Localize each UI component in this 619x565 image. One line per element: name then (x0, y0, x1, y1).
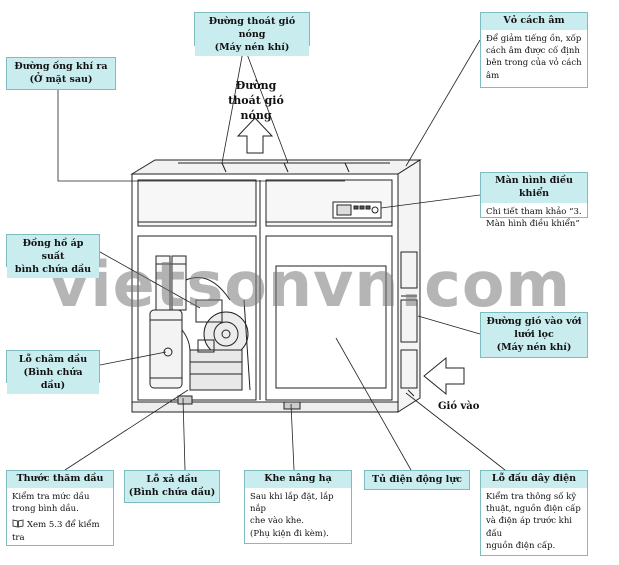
book-icon (12, 519, 24, 528)
callout-sound-enclosure: Vỏ cách âm Để giảm tiếng ồn, xốp cách âm… (480, 12, 588, 88)
callout-oil-drain: Lỗ xả dầu (Bình chứa dầu) (124, 470, 220, 503)
hot-air-arrow-label: Đường thoát gió nóng (228, 79, 284, 122)
callout-power-cabinet: Tủ điện động lực (364, 470, 470, 490)
callout-air-outlet-pipe: Đường ống khí ra (Ở mặt sau) (6, 57, 116, 90)
air-in-label: Gió vào (438, 401, 480, 412)
callout-control-panel: Màn hình điều khiển Chi tiết tham khảo “… (480, 172, 588, 229)
callout-dipstick: Thước thăm dầu Kiểm tra mức dầu trong bì… (6, 470, 114, 546)
callout-wiring-port: Lỗ đấu dây điện Kiểm tra thông số kỹ thu… (480, 470, 588, 556)
callout-air-inlet-filter: Đường gió vào với lưới lọc (Máy nén khí) (480, 312, 588, 358)
callout-pressure-gauge: Đồng hồ áp suất bình chứa dầu (6, 234, 100, 279)
callout-hot-air-outlet: Đường thoát gió nóng (Máy nén khí) (194, 12, 310, 57)
callout-lifting-slot: Khe nâng hạ Sau khi lắp đặt, lắp nắp che… (244, 470, 352, 544)
callout-oil-filler: Lỗ châm dầu (Bình chứa dầu) (6, 350, 100, 395)
